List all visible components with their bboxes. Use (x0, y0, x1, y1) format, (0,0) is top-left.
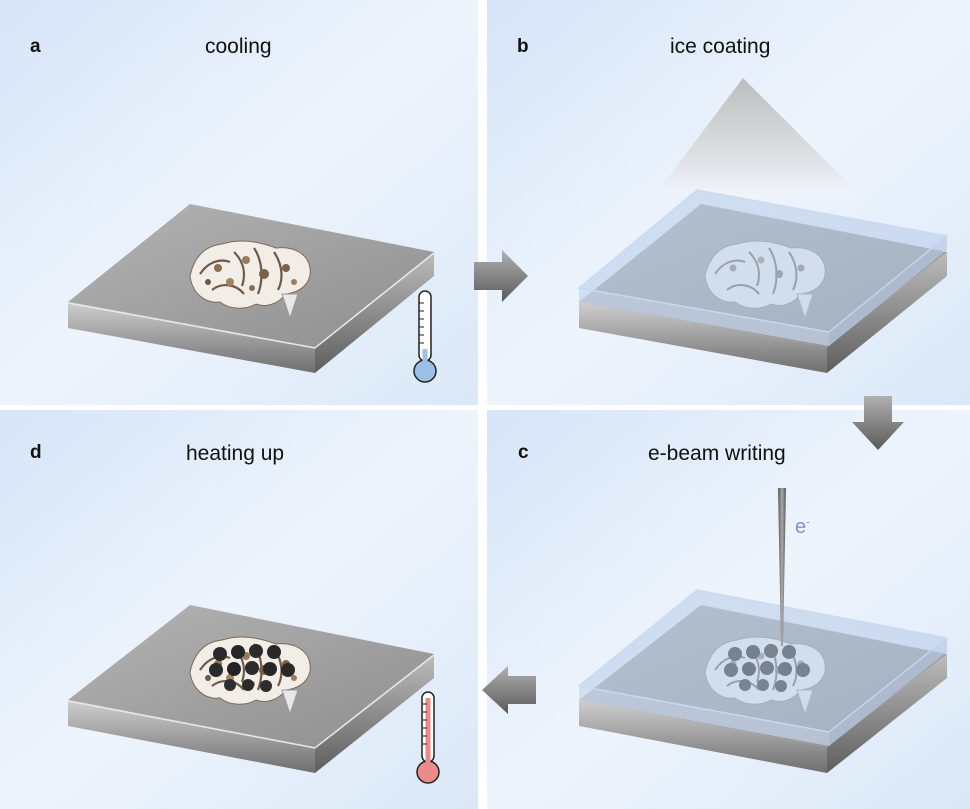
panel-title-d: heating up (186, 442, 285, 465)
panel-label-a: a (30, 36, 41, 57)
block-arrow-icon (852, 396, 904, 450)
panel-label-c: c (518, 442, 529, 463)
panel-c-scene (487, 410, 970, 809)
panel-b-ice-coating: b ice coating (487, 0, 970, 405)
panel-a-cooling: a cooling (0, 0, 478, 405)
substrate-plate (67, 605, 435, 773)
block-arrow-icon (482, 666, 536, 714)
panel-c-e-beam-writing: e- c e-beam writing (487, 410, 970, 809)
panel-a-scene (0, 0, 478, 405)
thermometer-cold-icon (413, 290, 437, 383)
thermometer-hot-icon (416, 691, 440, 784)
panel-b-scene (487, 0, 970, 405)
block-arrow-icon (474, 250, 528, 302)
panel-label-d: d (30, 442, 42, 463)
ice-layer (577, 189, 949, 346)
panel-d-heating-up: d heating up (0, 410, 478, 809)
vapor-deposition-cone (655, 78, 865, 200)
electron-beam-label: e- (795, 516, 810, 538)
panel-title-a: cooling (205, 35, 272, 58)
panel-title-b: ice coating (670, 35, 771, 58)
panel-label-b: b (517, 36, 529, 57)
panel-d-scene (0, 410, 478, 809)
electron-beam (778, 488, 786, 646)
panel-title-c: e-beam writing (648, 442, 786, 465)
ice-layer (577, 589, 949, 746)
